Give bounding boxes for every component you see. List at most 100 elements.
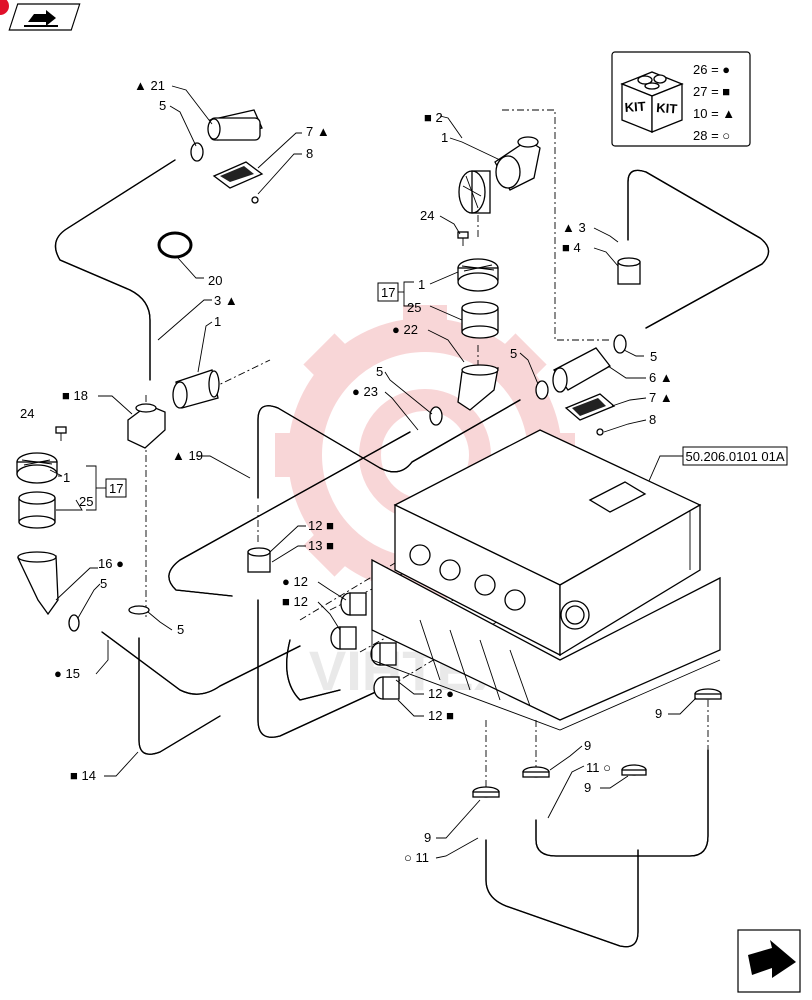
legend-entry-28: 28 = ○	[693, 128, 730, 143]
adapter-25-left	[18, 491, 56, 529]
callout-c24b: 24	[420, 208, 434, 223]
cap-1-top	[458, 170, 491, 214]
spring-clip-20	[157, 231, 193, 259]
callout-c4: ■ 4	[562, 240, 581, 255]
callout-c16: 16 ●	[98, 556, 124, 571]
callout-c15: ● 15	[54, 666, 80, 681]
tube-3-left	[54, 159, 176, 381]
callout-c6: 6 ▲	[649, 370, 673, 385]
callout-c22: ● 22	[392, 322, 418, 337]
callout-c7a: 7 ▲	[306, 124, 330, 139]
svg-text:50.206.0101 01A: 50.206.0101 01A	[685, 449, 784, 464]
clamp-5-e	[613, 334, 627, 354]
callout-c13: 13 ■	[308, 538, 334, 553]
callout-c1c: 1	[441, 130, 448, 145]
bracket-17-left	[86, 465, 127, 511]
sleeve-13	[247, 547, 271, 573]
callout-c20: 20	[208, 273, 222, 288]
tube-11-upper	[535, 749, 709, 857]
legend-entry-26: 26 = ●	[693, 62, 730, 77]
tube-15	[101, 631, 301, 695]
callout-c5e: 5	[510, 346, 517, 361]
clamp-9-c	[621, 764, 647, 776]
callout-c9d: 9	[424, 830, 431, 845]
callout-c12b: ● 12	[282, 574, 308, 589]
clamp-5-f	[535, 380, 549, 400]
callout-c3b: ▲ 3	[562, 220, 586, 235]
clamp-9-a	[694, 688, 722, 700]
tube-11-lower	[485, 839, 639, 948]
housing-ports	[409, 544, 526, 611]
bracket-17-center	[377, 281, 414, 307]
callout-c25a: 25	[79, 494, 93, 509]
tee-18	[127, 403, 166, 449]
callout-c9b: 9	[584, 738, 591, 753]
callout-c17b: 17	[381, 285, 395, 300]
clamp-5-a	[190, 142, 204, 162]
clip-7-a	[212, 161, 264, 189]
clip-7-b	[564, 393, 616, 421]
svg-text:KIT: KIT	[656, 100, 678, 116]
leader-lines	[49, 85, 697, 859]
callout-c17a: 17	[109, 481, 123, 496]
connector-6	[552, 347, 611, 393]
callout-c14: ■ 14	[70, 768, 96, 783]
callout-c24a: 24	[20, 406, 34, 421]
callout-c5a: 5	[159, 98, 166, 113]
elbow-22	[457, 364, 499, 411]
callout-c5c: 5	[177, 622, 184, 637]
legend-entry-10: 10 = ▲	[693, 106, 735, 121]
screw-24-left	[55, 426, 67, 441]
clamp-5-b	[68, 614, 80, 632]
callout-c12e: 12 ■	[428, 708, 454, 723]
adapter-25-center	[461, 301, 499, 339]
callout-c21: ▲ 21	[134, 78, 165, 93]
book-arrow-icon[interactable]	[8, 3, 81, 31]
callout-c11b: ○ 11	[404, 850, 429, 865]
clamp-5-c	[128, 605, 150, 615]
clamp-9-b	[522, 766, 550, 778]
svg-text:KIT: KIT	[624, 99, 646, 115]
screw-8-a	[251, 196, 259, 204]
red-badge	[0, 0, 9, 15]
kit-legend: KIT KIT 26 = ● 27 = ■ 10 = ▲ 28 = ○	[611, 51, 751, 147]
callout-c3a: 3 ▲	[214, 293, 238, 308]
reference-label: 50.206.0101 01A	[644, 446, 788, 491]
callout-c5b: 5	[100, 576, 107, 591]
funnel-16	[16, 551, 59, 616]
screw-8-b	[596, 428, 604, 436]
clamp-9-d	[472, 786, 500, 798]
tube-lower-s	[257, 599, 381, 738]
callout-c1b: 1	[63, 470, 70, 485]
elbow-1-left	[172, 369, 220, 409]
callout-c12d: 12 ●	[428, 686, 454, 701]
tube-19	[257, 399, 521, 499]
next-page-arrow-icon[interactable]	[737, 929, 801, 993]
cap-1-left	[16, 452, 58, 484]
sleeve-4	[617, 257, 641, 285]
callout-c7b: 7 ▲	[649, 390, 673, 405]
callout-c23: ● 23	[352, 384, 378, 399]
legend-entry-27: 27 = ■	[693, 84, 730, 99]
callout-c1d: 1	[418, 277, 425, 292]
tube-3-right	[627, 169, 770, 329]
callout-c25b: 25	[407, 300, 421, 315]
valve-housing	[371, 429, 721, 731]
callout-c5f: 5	[650, 349, 657, 364]
housing-fins	[419, 619, 531, 707]
tube-23	[168, 431, 411, 597]
connector-21	[207, 109, 263, 141]
callout-c8b: 8	[649, 412, 656, 427]
callout-c5d: 5	[376, 364, 383, 379]
callout-c8a: 8	[306, 146, 313, 161]
sleeves-12	[330, 592, 400, 700]
callout-c12c: ■ 12	[282, 594, 308, 609]
kit-box-icon: KIT KIT	[620, 71, 684, 133]
callout-c2: ■ 2	[424, 110, 443, 125]
callout-c12a: 12 ■	[308, 518, 334, 533]
callout-c11a: 11 ○	[586, 760, 611, 775]
callout-c1a: 1	[214, 314, 221, 329]
callout-c9c: 9	[584, 780, 591, 795]
